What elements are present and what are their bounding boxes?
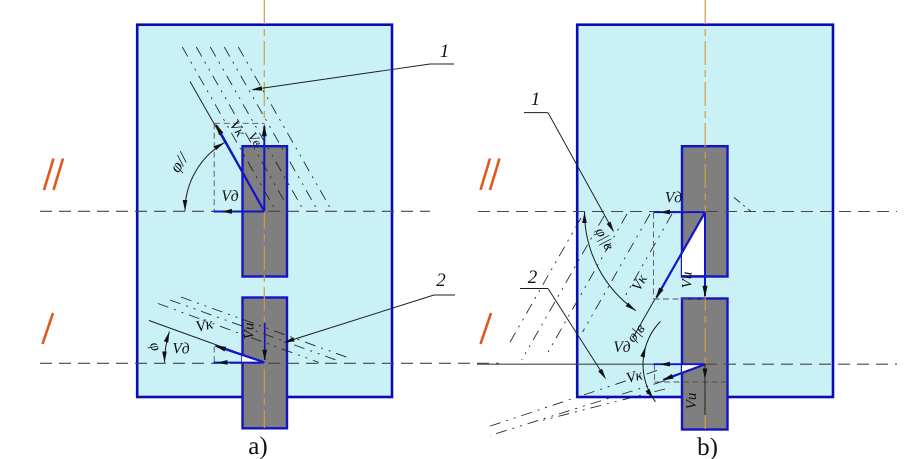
svg-text:Vд: Vд: [665, 190, 682, 207]
svg-text:Vи: Vи: [680, 272, 696, 289]
svg-text:Vк: Vк: [194, 315, 215, 336]
svg-text:2: 2: [528, 267, 538, 288]
svg-text:Vи: Vи: [242, 323, 258, 340]
svg-text:Vк: Vк: [625, 367, 646, 387]
svg-text:2: 2: [436, 270, 446, 291]
svg-text:Vд: Vд: [172, 341, 189, 358]
svg-text:b): b): [697, 434, 718, 459]
svg-text:Vд: Vд: [221, 188, 238, 205]
svg-text:a): a): [248, 433, 267, 459]
svg-text:Vд: Vд: [613, 339, 630, 356]
svg-text:1: 1: [531, 89, 541, 110]
svg-text:Vи: Vи: [684, 393, 700, 410]
svg-text:1: 1: [440, 41, 450, 62]
